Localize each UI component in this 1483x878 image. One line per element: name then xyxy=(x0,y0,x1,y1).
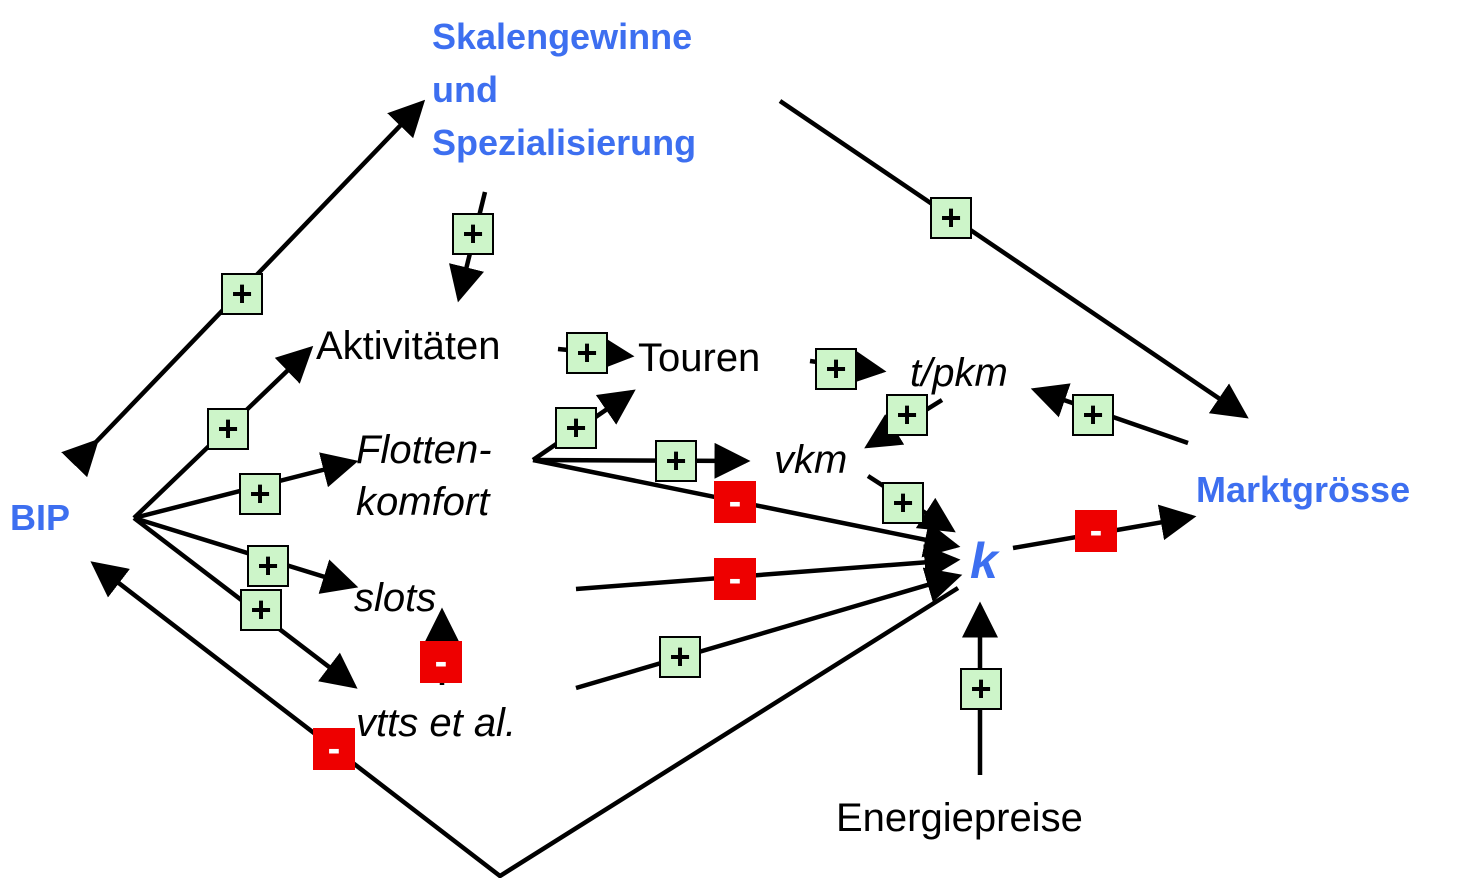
edge-bip-slots xyxy=(133,515,359,594)
edge-vtts-k xyxy=(575,567,963,691)
node-marktgroesse: Marktgrösse xyxy=(1196,469,1411,510)
plus-sign: + xyxy=(960,668,1002,710)
minus-sign: - xyxy=(714,558,756,600)
node-aktivitaeten: Aktivitäten xyxy=(316,324,501,368)
node-flottenkomfort: Flotten- komfort xyxy=(356,424,492,528)
node-energiepreise: Energiepreise xyxy=(836,796,1083,840)
minus-sign: - xyxy=(420,641,462,683)
minus-sign: - xyxy=(1075,510,1117,552)
plus-sign: + xyxy=(240,589,282,631)
plus-sign: + xyxy=(1072,394,1114,436)
node-vtts: vtts et al. xyxy=(356,701,517,745)
plus-sign: + xyxy=(452,213,494,255)
plus-sign: + xyxy=(239,473,281,515)
plus-sign: + xyxy=(207,408,249,450)
node-vkm: vkm xyxy=(774,438,848,482)
node-skalengewinne: Skalengewinne und Spezialisierung xyxy=(432,10,696,169)
edge-slots-k xyxy=(575,544,961,592)
node-touren: Touren xyxy=(638,336,761,380)
minus-sign: - xyxy=(714,481,756,523)
node-skalengewinne-line2: und xyxy=(432,69,498,110)
node-bip: BIP xyxy=(10,497,71,538)
edge-skalengewinne-marktgroesse xyxy=(778,99,1249,419)
plus-sign: + xyxy=(882,482,924,524)
node-tpkm: t/pkm xyxy=(910,351,1008,395)
plus-sign: + xyxy=(566,332,608,374)
minus-sign: - xyxy=(313,728,355,770)
edge-feedback-bip xyxy=(90,561,960,878)
plus-sign: + xyxy=(886,394,928,436)
node-flotten-line2: komfort xyxy=(356,480,490,524)
node-skalengewinne-line3: Spezialisierung xyxy=(432,122,697,163)
plus-sign: + xyxy=(655,440,697,482)
plus-sign: + xyxy=(659,636,701,678)
node-flotten-line1: Flotten- xyxy=(356,428,492,472)
plus-sign: + xyxy=(815,348,857,390)
edge-flotten-vkm xyxy=(532,442,751,479)
plus-sign: + xyxy=(555,407,597,449)
edge-bip-skalengewinne xyxy=(61,99,426,478)
plus-sign: + xyxy=(221,273,263,315)
node-skalengewinne-line1: Skalengewinne xyxy=(432,16,693,57)
node-slots: slots xyxy=(354,576,437,620)
node-k: k xyxy=(970,533,998,589)
plus-sign: + xyxy=(930,197,972,239)
plus-sign: + xyxy=(247,545,289,587)
